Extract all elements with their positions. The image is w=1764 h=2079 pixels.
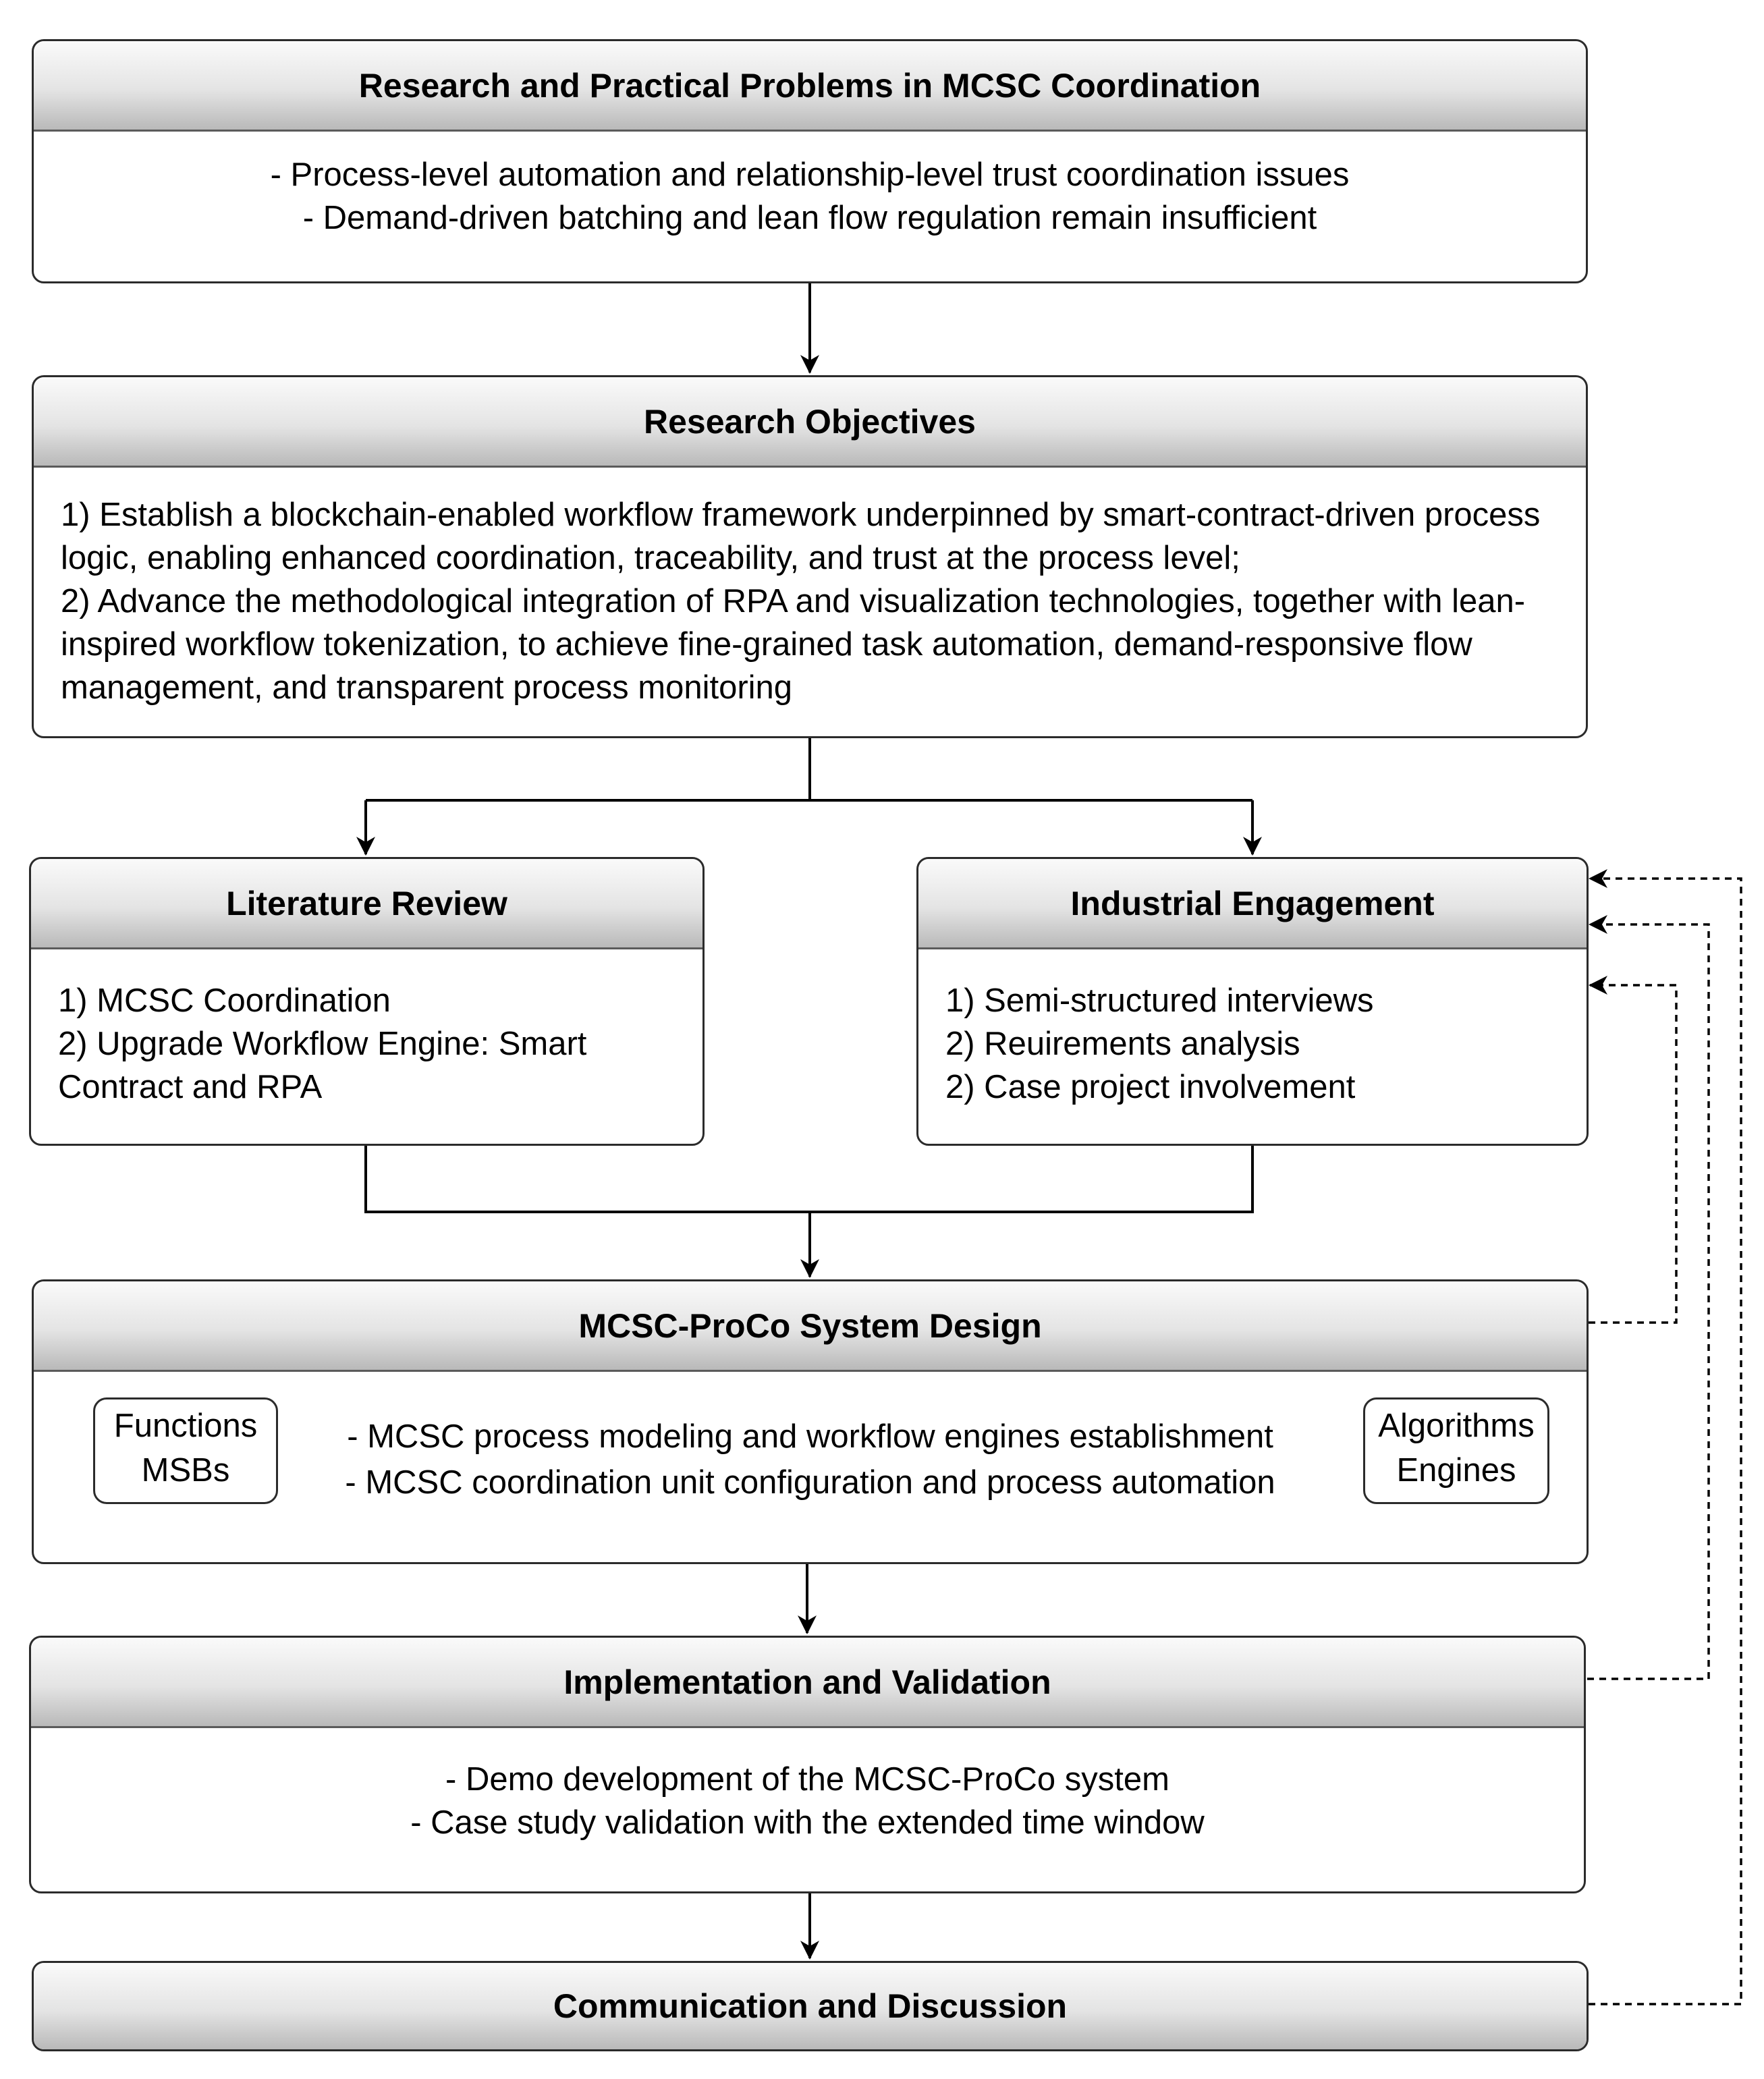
- industrial-body: 1) Semi-structured interviews 2) Reuirem…: [918, 949, 1587, 1144]
- objectives-body: 1) Establish a blockchain-enabled workfl…: [34, 468, 1586, 736]
- problems-line-2: - Demand-driven batching and lean flow r…: [302, 200, 1317, 236]
- algorithms-tag-line-1: Algorithms: [1378, 1408, 1535, 1444]
- industrial-title: Industrial Engagement: [918, 859, 1587, 949]
- functions-tag-line-2: MSBs: [141, 1452, 230, 1489]
- design-box: MCSC-ProCo System Design Functions MSBs …: [32, 1279, 1589, 1564]
- feedback-implementation-to-industrial: [1587, 915, 1710, 1680]
- communication-box: Communication and Discussion: [32, 1961, 1589, 2051]
- design-body: Functions MSBs - MCSC process modeling a…: [34, 1372, 1587, 1562]
- feedback-communication-to-industrial: [1589, 869, 1742, 2005]
- design-line-1: - MCSC process modeling and workflow eng…: [347, 1418, 1273, 1455]
- functions-tag-line-1: Functions: [113, 1408, 258, 1444]
- problems-box: Research and Practical Problems in MCSC …: [32, 39, 1588, 283]
- industrial-box: Industrial Engagement 1) Semi-structured…: [916, 857, 1589, 1146]
- implementation-line-2: - Case study validation with the extende…: [410, 1804, 1205, 1841]
- arrow-objectives-to-branches: [366, 738, 1252, 802]
- industrial-line-3: 2) Case project involvement: [945, 1069, 1356, 1105]
- literature-box: Literature Review 1) MCSC Coordination 2…: [29, 857, 705, 1146]
- communication-title: Communication and Discussion: [34, 1963, 1587, 2049]
- literature-line-1: 1) MCSC Coordination: [58, 982, 391, 1019]
- industrial-line-1: 1) Semi-structured interviews: [945, 982, 1374, 1019]
- algorithms-engines-tag: Algorithms Engines: [1363, 1397, 1549, 1504]
- problems-line-1: - Process-level automation and relations…: [270, 157, 1350, 193]
- algorithms-tag-line-2: Engines: [1396, 1452, 1516, 1489]
- design-title: MCSC-ProCo System Design: [34, 1281, 1587, 1372]
- objectives-box: Research Objectives 1) Establish a block…: [32, 375, 1588, 738]
- implementation-body: - Demo development of the MCSC-ProCo sys…: [31, 1728, 1584, 1891]
- arrow-branches-merge: [364, 1146, 1254, 1213]
- functions-msbs-tag: Functions MSBs: [93, 1397, 278, 1504]
- implementation-title: Implementation and Validation: [31, 1638, 1584, 1728]
- objectives-line-1: 1) Establish a blockchain-enabled workfl…: [61, 497, 1541, 576]
- design-line-2: - MCSC coordination unit configuration a…: [345, 1464, 1275, 1501]
- literature-body: 1) MCSC Coordination 2) Upgrade Workflow…: [31, 949, 702, 1144]
- objectives-line-2: 2) Advance the methodological integratio…: [61, 583, 1526, 706]
- literature-line-2: 2) Upgrade Workflow Engine: Smart Contra…: [58, 1026, 587, 1105]
- literature-title: Literature Review: [31, 859, 702, 949]
- problems-body: - Process-level automation and relations…: [34, 132, 1586, 281]
- design-text: - MCSC process modeling and workflow eng…: [34, 1414, 1587, 1505]
- implementation-line-1: - Demo development of the MCSC-ProCo sys…: [445, 1761, 1169, 1798]
- problems-title: Research and Practical Problems in MCSC …: [34, 41, 1586, 132]
- implementation-box: Implementation and Validation - Demo dev…: [29, 1636, 1586, 1893]
- feedback-design-to-industrial: [1589, 976, 1678, 1324]
- objectives-title: Research Objectives: [34, 377, 1586, 468]
- industrial-line-2: 2) Reuirements analysis: [945, 1026, 1300, 1062]
